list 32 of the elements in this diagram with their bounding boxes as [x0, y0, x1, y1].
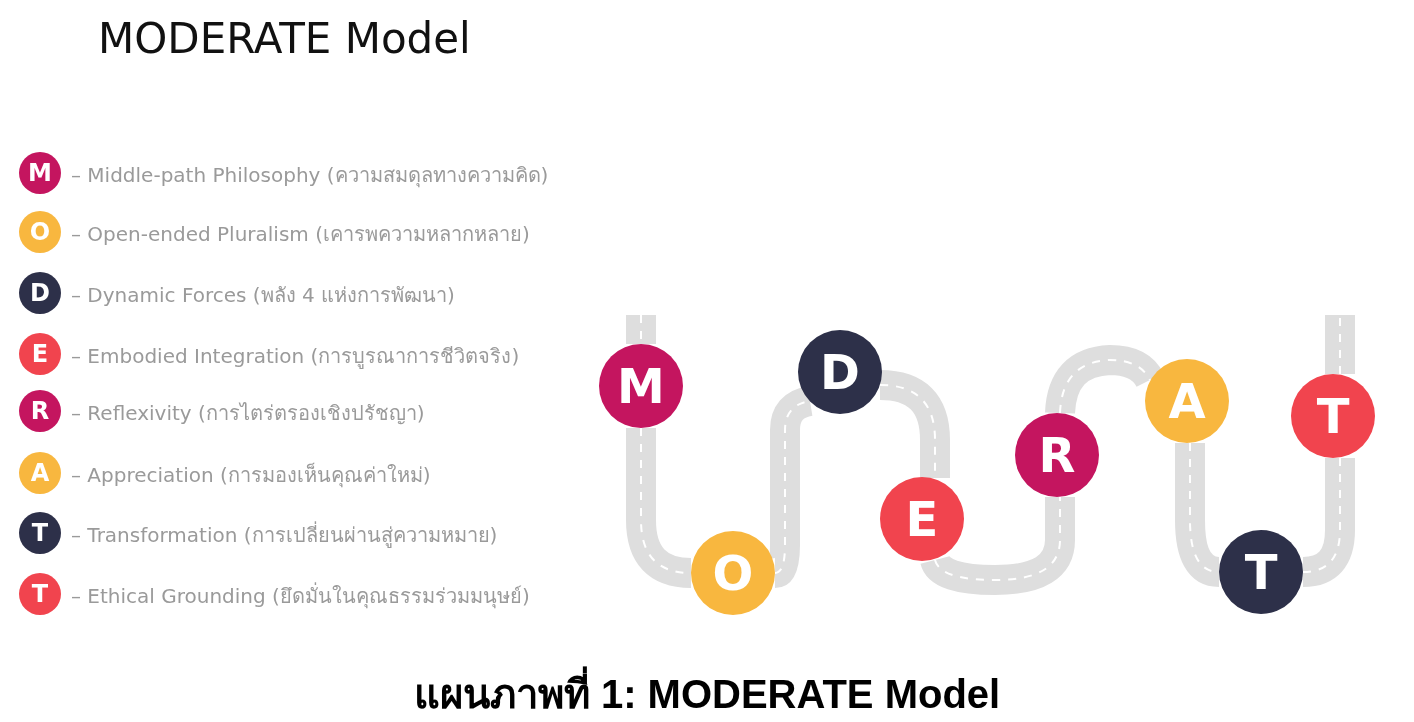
description-text: – Ethical Grounding (ยึดมั่นในคุณธรรมร่วมมนุษย์)	[71, 581, 530, 611]
letter-circle: T	[1291, 374, 1375, 458]
letter-circle: R	[1015, 413, 1099, 497]
description-text: – Transformation (การเปลี่ยนผ่านสู่ความหมาย)	[71, 520, 498, 550]
road-segment	[767, 386, 813, 588]
letter-circle: R	[19, 390, 61, 432]
description-text: – Dynamic Forces (พลัง 4 แห่งการพัฒนา)	[71, 282, 455, 309]
letter-circle: E	[19, 333, 61, 375]
letter-circle: M	[599, 344, 683, 428]
title: MODERATE Model	[98, 14, 471, 63]
description-text: – Embodied Integration (การบูรณาการชีวิตจริง)	[71, 343, 520, 371]
letter-circle: O	[691, 531, 775, 615]
letter-circle: T	[19, 512, 61, 554]
road-segment	[626, 427, 692, 588]
caption: แผนภาพที่ 1: MODERATE Model	[0, 662, 1414, 722]
letter-circle: M	[19, 152, 61, 194]
description-text: – Appreciation (การมองเห็นคุณค่าใหม่)	[71, 461, 431, 490]
description-text: – Open-ended Pluralism (เคารพความหลากหลาย)	[71, 221, 530, 248]
road-segment	[1175, 442, 1221, 587]
road-segment	[1302, 457, 1355, 587]
letter-circle: O	[19, 211, 61, 253]
road-segment	[920, 496, 1075, 595]
description-text: – Middle-path Philosophy (ความสมดุลทางความคิด)	[71, 162, 549, 190]
description-text: – Reflexivity (การไตร่ตรองเชิงปรัชญา)	[71, 400, 425, 427]
letter-circle: T	[1219, 530, 1303, 614]
letter-circle: T	[19, 573, 61, 615]
road-segment	[879, 370, 950, 479]
letter-circle: A	[19, 452, 61, 494]
letter-circle: E	[880, 477, 964, 561]
letter-circle: D	[798, 330, 882, 414]
letter-circle: A	[1145, 359, 1229, 443]
letter-circle: D	[19, 272, 61, 314]
